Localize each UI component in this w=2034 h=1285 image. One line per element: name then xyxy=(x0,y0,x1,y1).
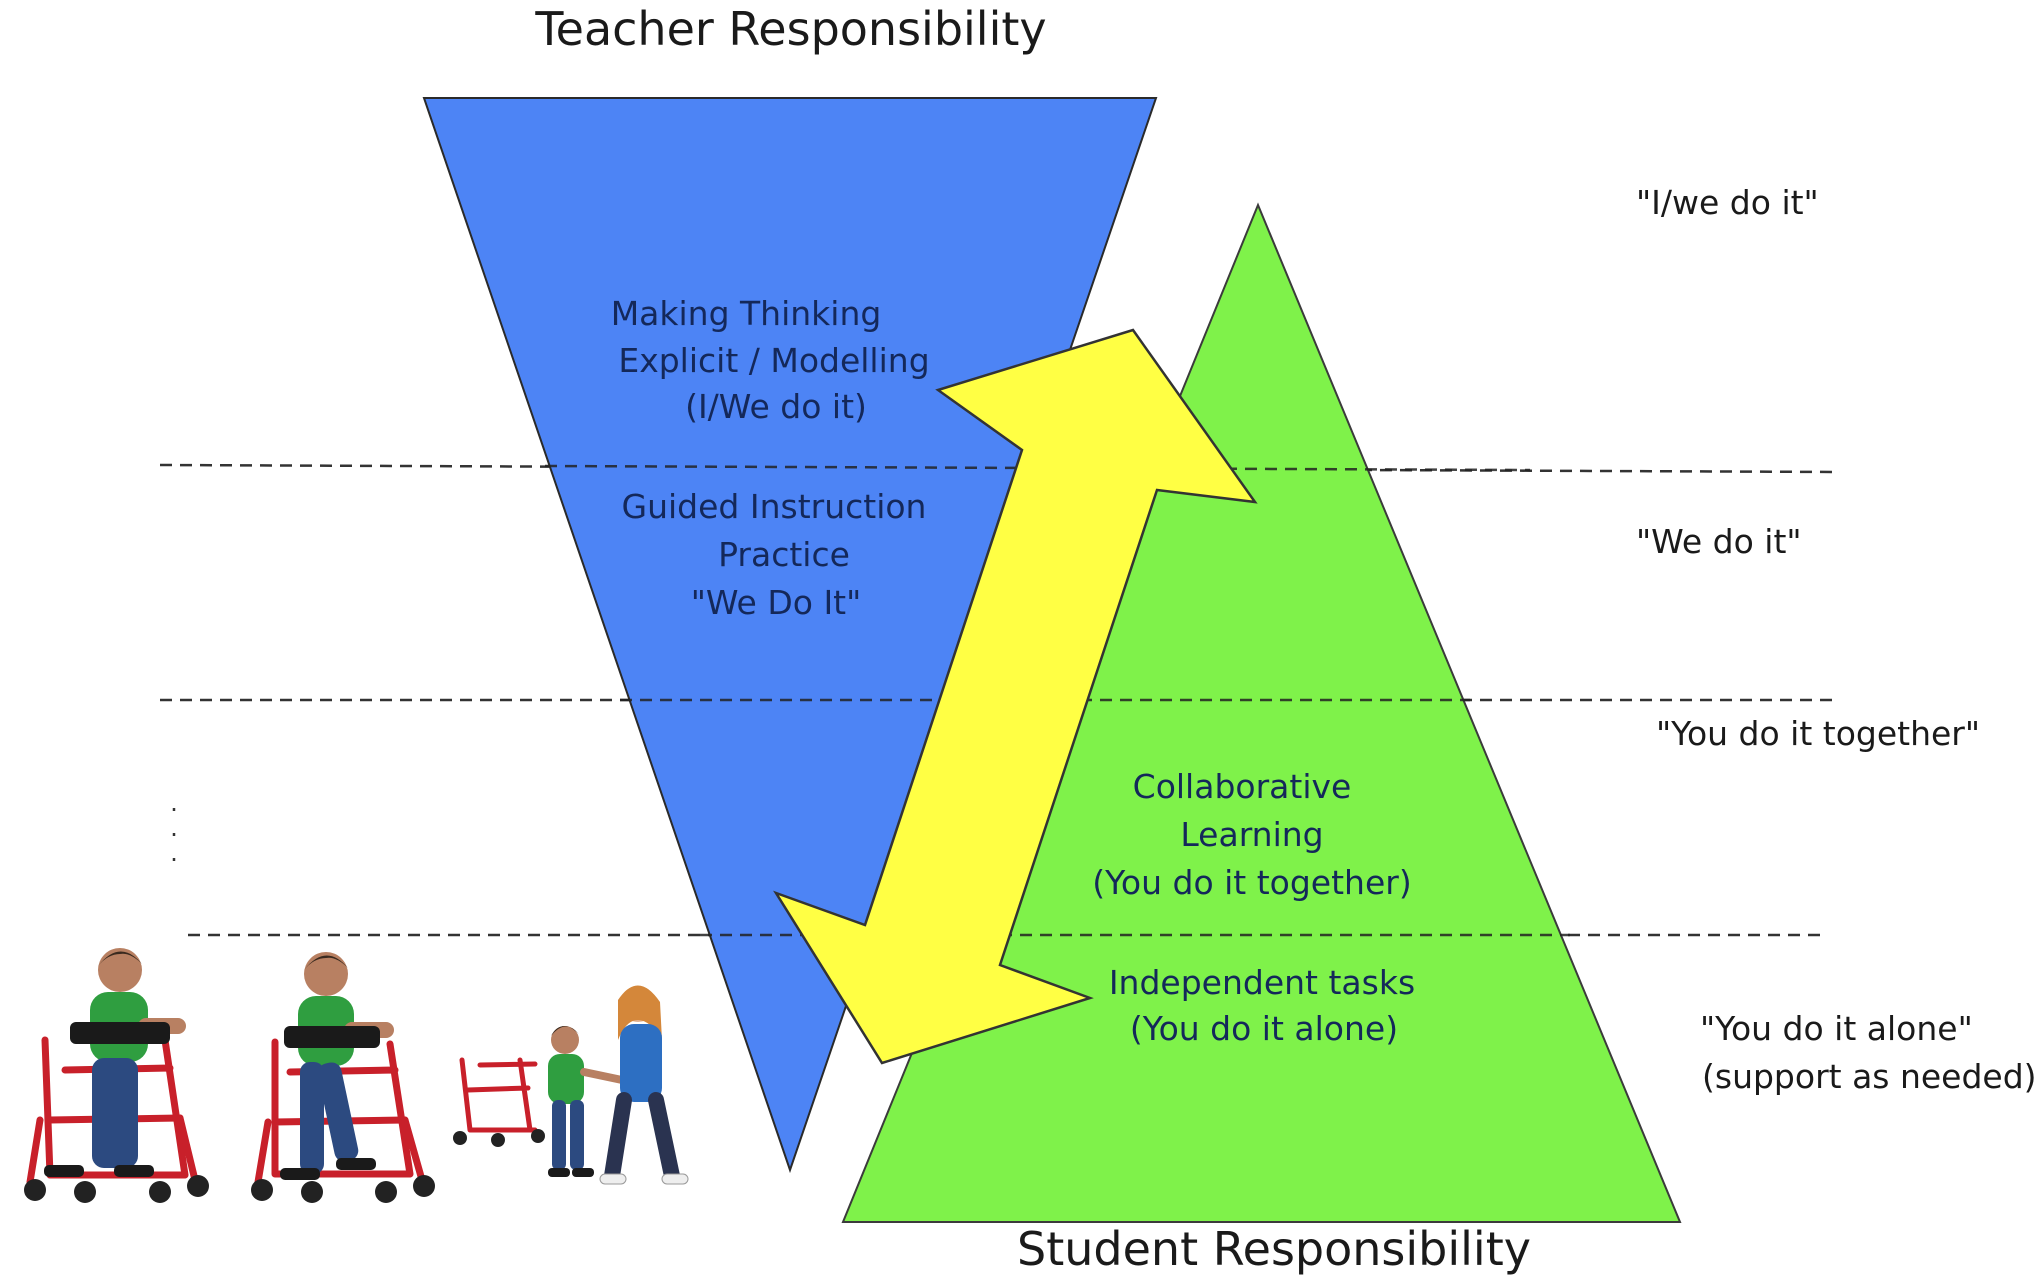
side-label-we-do-it: "We do it" xyxy=(1636,522,1802,561)
side-label-support-as-needed: (support as needed) xyxy=(1702,1057,2034,1096)
guided-line-1: Guided Instruction xyxy=(622,487,927,526)
modelling-stage-label: Making Thinking Explicit / Modelling (I/… xyxy=(611,294,930,426)
independent-stage-label: Independent tasks (You do it alone) xyxy=(1109,963,1415,1048)
modelling-line-3: (I/We do it) xyxy=(685,387,867,426)
side-label-you-do-it-alone: "You do it alone" xyxy=(1700,1009,1973,1048)
side-label-i-we-do-it: "I/we do it" xyxy=(1636,183,1819,222)
side-label-you-do-it-together: "You do it together" xyxy=(1656,714,1980,753)
guided-practice-stage-label: Guided Instruction Practice "We Do It" xyxy=(622,487,927,622)
child-in-gait-trainer-illustration xyxy=(24,948,209,1203)
student-responsibility-title: Student Responsibility xyxy=(1017,1222,1531,1276)
collaborative-line-3: (You do it together) xyxy=(1092,863,1411,902)
guided-line-3: "We Do It" xyxy=(691,583,862,622)
modelling-line-2: Explicit / Modelling xyxy=(618,341,929,380)
child-stepping-in-gait-trainer-illustration xyxy=(251,952,435,1203)
independent-line-1: Independent tasks xyxy=(1109,963,1415,1002)
teacher-responsibility-title: Teacher Responsibility xyxy=(534,2,1046,56)
collaborative-line-2: Learning xyxy=(1180,815,1323,854)
guided-line-2: Practice xyxy=(718,535,850,574)
modelling-line-1: Making Thinking xyxy=(611,294,882,333)
collaborative-stage-label: Collaborative Learning (You do it togeth… xyxy=(1092,767,1411,902)
child-walking-with-adult-illustration xyxy=(453,985,689,1185)
collaborative-line-1: Collaborative xyxy=(1133,767,1352,806)
bidirectional-arrow xyxy=(773,328,1258,1065)
independent-line-2: (You do it alone) xyxy=(1130,1009,1398,1048)
